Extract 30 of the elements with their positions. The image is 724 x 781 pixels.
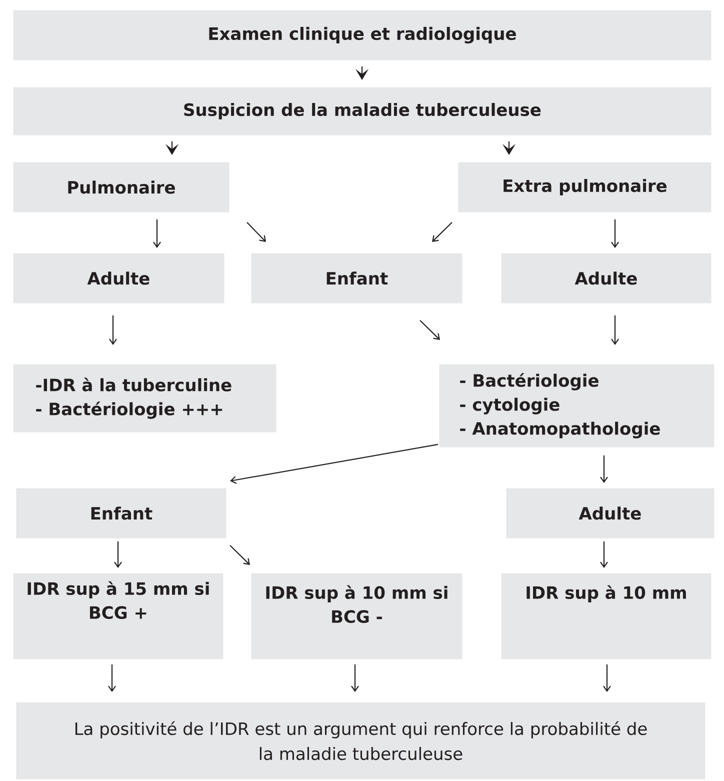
process-box: - Bactériologie - cytologie - Anatomopathologie xyxy=(439,364,714,448)
arrow xyxy=(246,222,266,242)
process-box: Enfant xyxy=(251,253,462,304)
arrow xyxy=(153,219,161,248)
arrow xyxy=(109,315,117,345)
process-box: IDR sup à 15 mm si BCG + xyxy=(13,573,224,660)
arrow xyxy=(230,444,438,484)
conclusion-box: La positivité de l’IDR est un argument qui renforce la probabilité de la maladie tuberculeuse xyxy=(16,702,706,780)
arrow xyxy=(600,541,608,568)
process-box: Pulmonaire xyxy=(13,162,230,212)
process-box: Extra pulmonaire xyxy=(458,162,712,212)
arrow xyxy=(230,545,250,565)
arrow xyxy=(108,664,116,692)
arrow xyxy=(603,664,611,692)
process-box: Suspicion de la maladie tuberculeuse xyxy=(13,87,712,136)
arrow xyxy=(600,455,608,483)
process-box: Adulte xyxy=(501,253,712,304)
arrow xyxy=(351,664,359,692)
process-box: Adulte xyxy=(13,253,224,304)
arrow xyxy=(611,219,619,248)
process-box: Adulte xyxy=(506,488,714,538)
process-box: Examen clinique et radiologique xyxy=(13,10,712,60)
arrow xyxy=(420,320,440,340)
process-box: IDR sup à 10 mm si BCG - xyxy=(251,573,462,660)
arrow xyxy=(611,315,619,345)
arrow xyxy=(432,222,452,242)
process-box: -IDR à la tuberculine - Bactériologie +++ xyxy=(13,364,276,432)
process-box: IDR sup à 10 mm xyxy=(501,573,712,660)
process-box: Enfant xyxy=(16,488,226,538)
arrow xyxy=(114,541,122,568)
